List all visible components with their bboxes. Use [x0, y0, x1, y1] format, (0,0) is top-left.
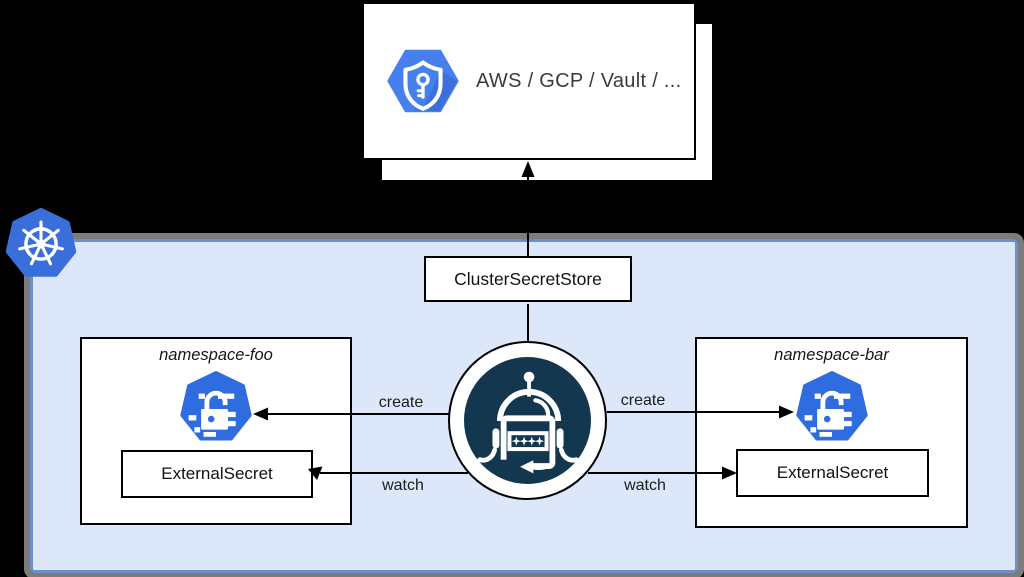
provider-label: AWS / GCP / Vault / ... [476, 69, 682, 92]
provider-box: AWS / GCP / Vault / ... [362, 2, 696, 160]
kubernetes-secret-icon [180, 371, 252, 441]
operator-circle [448, 341, 607, 500]
cluster-secret-store-label: ClusterSecretStore [454, 268, 602, 289]
external-secret-label: ExternalSecret [776, 463, 889, 482]
namespace-title: namespace-bar [774, 346, 889, 364]
operator-badge [464, 357, 591, 484]
external-secret-label: ExternalSecret [161, 464, 273, 483]
external-secret-box: ExternalSecret [121, 450, 313, 498]
edge-label-watch-bar: watch [624, 477, 666, 494]
edge-label-create-foo: create [378, 394, 424, 411]
provider-shield-key-icon [387, 49, 459, 113]
namespace-title: namespace-foo [159, 346, 273, 364]
kubernetes-logo-icon [5, 207, 77, 277]
password-mask-stars [511, 436, 544, 446]
namespace-bar-box: namespace-bar ExternalSecret [695, 337, 968, 528]
kubernetes-secret-icon [795, 371, 868, 441]
cluster-secret-store-box: ClusterSecretStore [424, 256, 632, 302]
namespace-foo-box: namespace-foo ExternalSecret [80, 337, 352, 525]
external-secrets-operator-robot-icon [476, 371, 579, 473]
edge-label-watch-foo: watch [382, 477, 424, 494]
edge-label-create-bar: create [620, 392, 666, 409]
external-secret-box: ExternalSecret [736, 449, 929, 497]
